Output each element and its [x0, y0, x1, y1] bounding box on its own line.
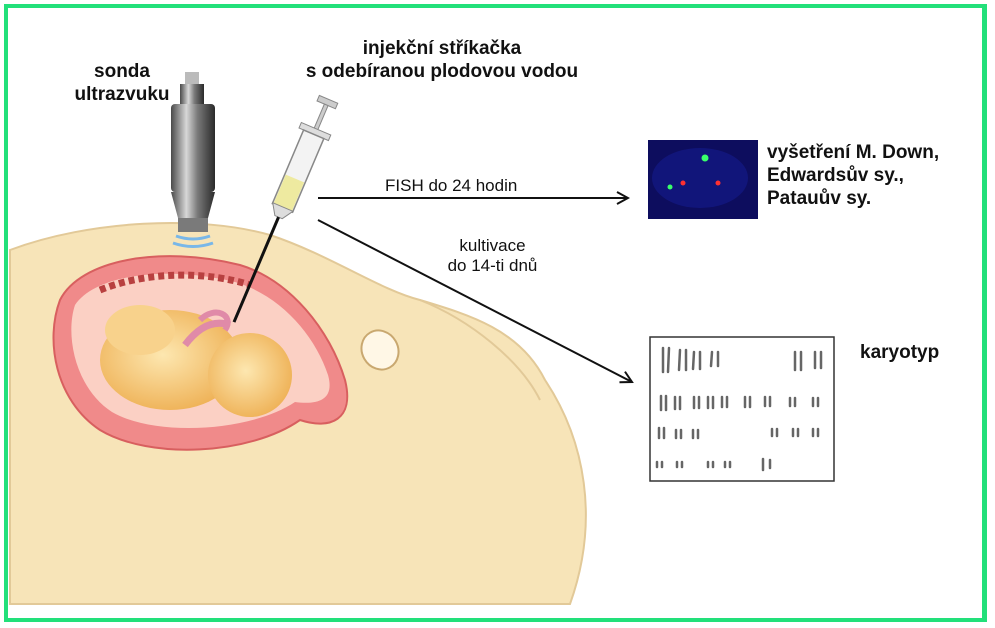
- syringe-label-line1: injekční stříkačka: [282, 37, 602, 60]
- karyotype-label: karyotyp: [860, 341, 939, 364]
- culture-arrow-label: kultivace do 14-ti dnů: [425, 236, 560, 276]
- fish-arrow-label: FISH do 24 hodin: [385, 176, 517, 196]
- probe-label-line1: sonda: [62, 60, 182, 83]
- syringe-label-line2: s odebíranou plodovou vodou: [282, 60, 602, 83]
- karyotype-image: [650, 337, 834, 481]
- fish-result-line3: Patauův sy.: [767, 187, 939, 210]
- fish-result-line1: vyšetření M. Down,: [767, 141, 939, 164]
- probe-label: sonda ultrazvuku: [62, 60, 182, 106]
- fish-result-label: vyšetření M. Down, Edwardsův sy., Patauů…: [767, 141, 939, 210]
- culture-label-line1: kultivace: [425, 236, 560, 256]
- culture-label-line2: do 14-ti dnů: [425, 256, 560, 276]
- fish-image: [648, 140, 758, 219]
- probe-label-line2: ultrazvuku: [62, 83, 182, 106]
- syringe-label: injekční stříkačka s odebíranou plodovou…: [282, 37, 602, 83]
- fish-result-line2: Edwardsův sy.,: [767, 164, 939, 187]
